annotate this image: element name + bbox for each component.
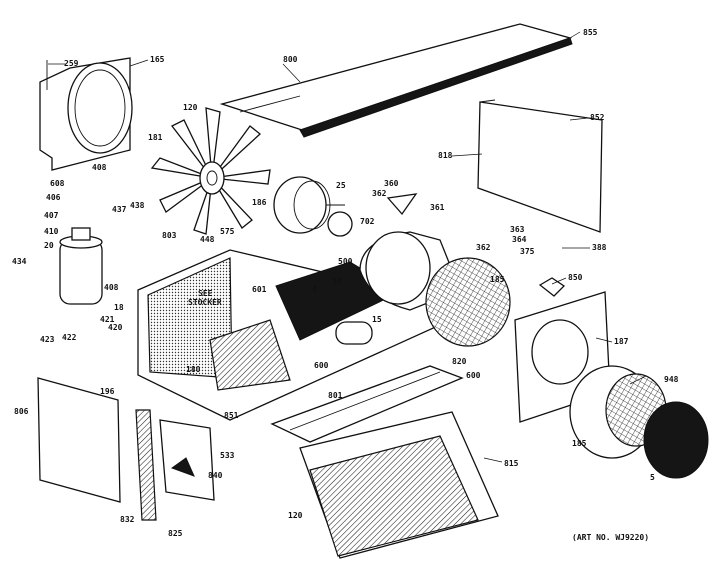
callout-364: 364 [512,235,527,244]
callout-600b: 600 [466,371,481,380]
callout-832: 832 [120,515,135,524]
callout-185: 185 [490,275,505,284]
callout-800: 800 [283,55,298,64]
leader-lines [48,31,647,463]
callout-5: 5 [650,473,655,482]
drain-pan [270,365,464,443]
callout-600: 600 [314,361,329,370]
callout-438: 438 [130,201,145,210]
callout-20: 20 [44,241,54,250]
callout-702: 702 [360,217,375,226]
callout-406: 406 [46,193,61,202]
callout-851: 851 [224,411,239,420]
callout-410: 410 [44,227,59,236]
callout-363: 363 [510,225,525,234]
mounting-bracket [386,193,566,297]
callout-labels: 259 165 800 855 852 120 818 181 608 408 … [12,28,679,538]
callout-850: 850 [568,273,583,282]
callout-165: 165 [150,55,165,64]
callout-181: 181 [148,133,163,142]
right-side-panel [477,99,603,233]
callout-601: 601 [252,285,267,294]
callout-820: 820 [452,357,467,366]
stocker-see: SEE [198,289,213,298]
fan-motor [273,176,353,237]
callout-803: 803 [162,231,177,240]
callout-196: 196 [100,387,115,396]
callout-533: 533 [220,451,235,460]
callout-185b: 185 [572,439,587,448]
callout-259: 259 [64,59,79,68]
callout-4: 4 [312,285,317,294]
callout-855: 855 [583,28,598,37]
callout-361: 361 [430,203,445,212]
condenser-shroud [39,57,133,171]
callout-801: 801 [328,391,343,400]
compressor [59,227,103,305]
callout-180: 180 [186,365,201,374]
callout-34: 34 [332,277,342,286]
callout-187: 187 [614,337,629,346]
callout-375: 375 [520,247,535,256]
callout-806: 806 [14,407,29,416]
callout-388: 388 [592,243,607,252]
callout-15: 15 [372,315,382,324]
callout-437: 437 [112,205,127,214]
callout-120: 120 [183,103,198,112]
blower-housing [359,231,511,347]
capacitor [335,321,373,345]
callout-18: 18 [114,303,124,312]
stocker-note: SEE STOCKER [188,289,222,307]
front-grille [299,411,499,559]
callout-815: 815 [504,459,519,468]
callout-818: 818 [438,151,453,160]
callout-407: 407 [44,211,59,220]
art-number: (ART NO. WJ9220) [572,533,649,542]
control-strip [135,409,215,521]
top-cover-panel [219,23,573,138]
callout-421: 421 [100,315,115,324]
stocker-label: STOCKER [188,298,222,307]
callout-423: 423 [40,335,55,344]
callout-408: 408 [92,163,107,172]
callout-25: 25 [336,181,346,190]
callout-362b: 362 [372,189,387,198]
callout-422: 422 [62,333,77,342]
callout-825: 825 [168,529,183,538]
callout-608: 608 [50,179,65,188]
callout-360: 360 [384,179,399,188]
callout-186: 186 [252,198,267,207]
callout-500: 500 [338,257,353,266]
callout-840: 840 [208,471,223,480]
callout-434: 434 [12,257,27,266]
callout-362: 362 [476,243,491,252]
callout-408b: 408 [104,283,119,292]
callout-575: 575 [220,227,235,236]
callout-120b: 120 [288,511,303,520]
left-access-panel [37,377,121,503]
callout-852: 852 [590,113,605,122]
condenser-fan-blade [150,107,271,235]
callout-448: 448 [200,235,215,244]
callout-420: 420 [108,323,123,332]
blower-scroll [569,365,709,479]
callout-948: 948 [664,375,679,384]
